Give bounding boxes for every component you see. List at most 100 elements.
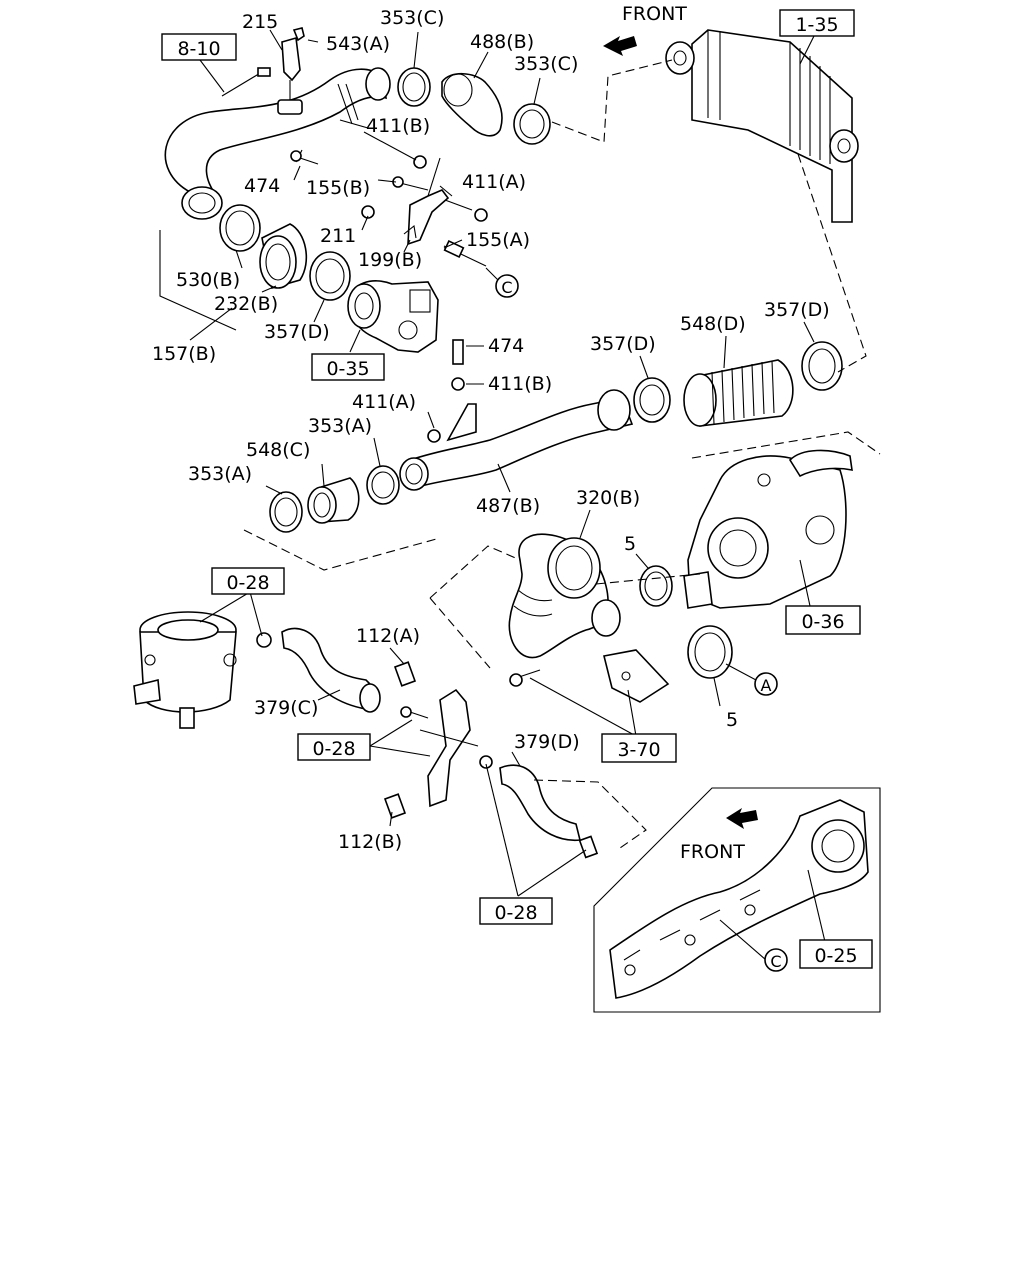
label-488b: 488(B) [470,31,534,53]
dash-middle-left [243,529,441,571]
dash-elbow-left [429,545,521,599]
label-411a-mid: 411(A) [352,391,416,413]
label-357d-mid: 357(D) [590,333,656,355]
vacuum-valve [133,611,237,729]
bracket-3-70 [509,649,670,703]
sleeve-548c [307,477,360,524]
label-353a-left: 353(A) [188,463,252,485]
svg-text:0-28: 0-28 [312,738,355,760]
label-411b-upper: 411(B) [366,115,430,137]
label-530b: 530(B) [176,269,240,291]
intake-manifold [609,799,869,999]
dash-to-intercooler [551,59,673,143]
label-379d: 379(D) [514,731,580,753]
label-5-upper: 5 [624,533,636,555]
svg-text:C: C [501,278,512,297]
ref-box-3-70[interactable]: 3-70 [601,733,677,763]
hose-clip-0-28 [256,632,272,648]
label-5-lower: 5 [726,709,738,731]
sensor-215 [277,27,305,115]
hose-157b [164,67,391,220]
marker-c-upper: C [495,274,519,298]
dash-elbow-turbo [595,573,701,585]
label-487b: 487(B) [476,495,540,517]
leader-lines [159,29,827,961]
label-543a: 543(A) [326,33,390,55]
bellows-548d [683,359,794,427]
ref-box-8-10[interactable]: 8-10 [161,33,237,61]
label-215: 215 [242,11,278,33]
svg-text:8-10: 8-10 [177,38,220,60]
label-155a: 155(A) [466,229,530,251]
clamp-5-lower [687,625,733,679]
sensor-connector [257,67,271,77]
label-548d: 548(D) [680,313,746,335]
label-379c: 379(C) [254,697,318,719]
label-357d-upper: 357(D) [264,321,330,343]
label-320b: 320(B) [576,487,640,509]
label-474-upper: 474 [244,175,280,197]
label-112b: 112(B) [338,831,402,853]
clamp-357d-upper [309,251,351,301]
marker-a: A [754,672,778,696]
label-112a: 112(A) [356,625,420,647]
elbow-320b [508,533,621,659]
ref-box-0-25[interactable]: 0-25 [799,939,873,969]
label-157b: 157(B) [152,343,216,365]
label-211: 211 [320,225,356,247]
dash-intercooler-right [797,153,867,373]
front-arrow-icon [726,808,758,829]
front-label-top: FRONT [622,3,687,25]
clamp-353a-mid [366,465,400,505]
hose-379d [499,764,599,859]
svg-text:0-28: 0-28 [226,572,269,594]
label-199b: 199(B) [358,249,422,271]
bracket-112 [383,661,493,819]
ref-box-1-35[interactable]: 1-35 [779,9,855,37]
pipe-487b [399,339,634,491]
marker-c-inset: C [764,948,788,972]
svg-text:0-25: 0-25 [814,945,857,967]
label-232b: 232(B) [214,293,278,315]
clamp-5-upper [639,565,673,607]
label-155b: 155(B) [306,177,370,199]
dash-379d [533,779,647,849]
svg-text:C: C [770,952,781,971]
bracket-upper [290,149,488,267]
svg-text:3-70: 3-70 [617,739,660,761]
ref-box-0-36[interactable]: 0-36 [785,605,861,635]
ref-box-0-28-top[interactable]: 0-28 [211,567,285,595]
label-548c: 548(C) [246,439,310,461]
inset-frame [593,787,881,1013]
clamp-353c-upper [397,67,431,107]
label-353c-right: 353(C) [514,53,578,75]
svg-text:0-36: 0-36 [801,611,844,633]
label-353a-mid: 353(A) [308,415,372,437]
clamp-353a-left [269,491,303,533]
dash-turbo-top [691,431,881,459]
marker-c-upper-lead [485,267,499,281]
label-474-mid: 474 [488,335,524,357]
hose-379c [281,627,381,713]
front-label-inset: FRONT [680,841,745,863]
label-411b-mid: 411(B) [488,373,552,395]
label-411a-upper: 411(A) [462,171,526,193]
intercooler [665,29,859,223]
turbocharger [683,449,853,609]
svg-text:A: A [761,676,772,695]
sensor-wire [221,71,263,97]
clamp-357d-right [801,341,843,391]
svg-text:0-28: 0-28 [494,902,537,924]
dash-elbow-bottom [429,597,491,669]
clamp-353c-right [513,103,551,145]
svg-text:0-35: 0-35 [326,358,369,380]
sleeve-232b [259,223,308,290]
svg-text:1-35: 1-35 [795,14,838,36]
ref-box-0-35[interactable]: 0-35 [311,353,385,381]
clamp-530b [219,204,261,252]
throttle-body [347,280,439,353]
elbow-488b [441,72,503,137]
ref-box-0-28-mid[interactable]: 0-28 [297,733,371,761]
ref-box-0-28-bottom[interactable]: 0-28 [479,897,553,925]
